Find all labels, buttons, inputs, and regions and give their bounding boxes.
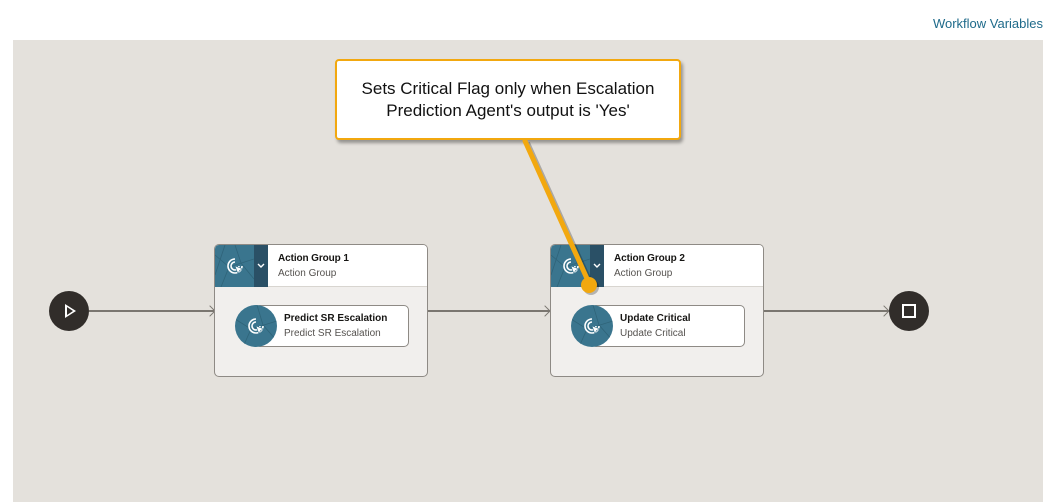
stop-icon [902, 304, 916, 318]
group-title: Action Group 1 [278, 253, 349, 264]
action-group-2[interactable]: Action Group 2 Action Group [550, 244, 764, 377]
task-icon-circle [571, 305, 613, 347]
task-card[interactable] [255, 305, 409, 347]
workflow-variables-link[interactable]: Workflow Variables [932, 16, 1043, 31]
agent-action-icon [248, 318, 265, 335]
connector-group1-to-group2 [427, 310, 550, 312]
pattern-decoration [235, 305, 277, 347]
connector-group2-to-end [763, 310, 889, 312]
group-subtitle: Action Group [614, 268, 673, 279]
task-subtitle: Predict SR Escalation [284, 328, 381, 339]
pattern-decoration [571, 305, 613, 347]
chevron-down-icon [593, 263, 601, 268]
group-icon-tile [551, 245, 590, 287]
start-node[interactable] [49, 291, 89, 331]
connector-start-to-group1 [89, 310, 215, 312]
annotation-callout: Sets Critical Flag only when Escalation … [335, 59, 681, 140]
collapse-toggle[interactable] [590, 245, 604, 287]
agent-action-icon [584, 318, 601, 335]
agent-action-icon [562, 258, 580, 275]
agent-action-icon [226, 258, 244, 275]
pattern-decoration [215, 245, 254, 287]
arrow-icon [539, 305, 551, 317]
group-title: Action Group 2 [614, 253, 685, 264]
task-title: Predict SR Escalation [284, 313, 388, 324]
group-header[interactable]: Action Group 1 Action Group [215, 245, 427, 287]
task-subtitle: Update Critical [620, 328, 686, 339]
play-icon [65, 304, 76, 318]
task-icon-circle [235, 305, 277, 347]
group-subtitle: Action Group [278, 268, 337, 279]
arrow-icon [878, 305, 890, 317]
group-icon-tile [215, 245, 254, 287]
group-header[interactable]: Action Group 2 Action Group [551, 245, 763, 287]
task-card[interactable] [591, 305, 745, 347]
task-node[interactable]: Predict SR Escalation Predict SR Escalat… [235, 305, 409, 347]
chevron-down-icon [257, 263, 265, 268]
collapse-toggle[interactable] [254, 245, 268, 287]
action-group-1[interactable]: Action Group 1 Action Group [214, 244, 428, 377]
task-node[interactable]: Update Critical Update Critical [571, 305, 745, 347]
end-node[interactable] [889, 291, 929, 331]
task-title: Update Critical [620, 313, 691, 324]
